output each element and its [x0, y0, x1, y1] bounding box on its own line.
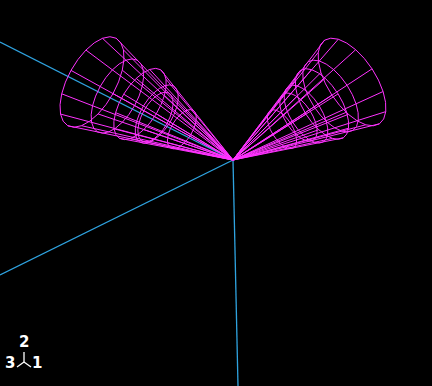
- cone-generator: [161, 70, 233, 160]
- cone-generator: [116, 38, 233, 160]
- blue-line: [0, 160, 233, 275]
- cone-generator: [71, 70, 233, 160]
- cone-generator: [122, 70, 233, 160]
- cone-generator: [233, 114, 348, 160]
- axis-label: 1: [32, 356, 42, 371]
- cone-generator: [233, 125, 366, 160]
- cone-generator: [124, 94, 233, 160]
- blue-lines: [0, 42, 238, 386]
- cone-generator: [119, 138, 233, 160]
- cone-generator: [102, 38, 233, 160]
- cone-generator: [113, 94, 233, 160]
- cone-generator: [233, 39, 338, 160]
- cone-generator: [82, 126, 233, 160]
- blue-line: [233, 160, 238, 386]
- cone-generator: [233, 124, 379, 160]
- cone-generator: [233, 94, 338, 160]
- cone-generator: [233, 112, 386, 160]
- axis-label: 2: [19, 335, 29, 350]
- cone-generator: [156, 114, 233, 160]
- cone-generator: [233, 72, 321, 160]
- cone-generator: [144, 130, 233, 160]
- axis-triad: [17, 352, 31, 367]
- axis-line: [23, 352, 24, 362]
- cone-generator: [114, 129, 233, 160]
- cone-generator: [233, 69, 372, 160]
- cone-generator: [164, 95, 233, 160]
- cone-generator: [61, 114, 233, 160]
- cone-generator: [166, 79, 233, 160]
- cone-generator: [123, 50, 233, 160]
- cone-generator: [233, 92, 383, 160]
- axis-label: 3: [5, 356, 15, 371]
- cone-generator: [233, 52, 318, 160]
- cone-generator: [62, 94, 233, 160]
- blue-line: [0, 42, 233, 160]
- cone-generator: [233, 95, 332, 160]
- axis-line: [24, 362, 31, 367]
- cone-wireframes: [60, 37, 386, 160]
- axis-line: [17, 362, 24, 367]
- cone-generator: [116, 113, 233, 160]
